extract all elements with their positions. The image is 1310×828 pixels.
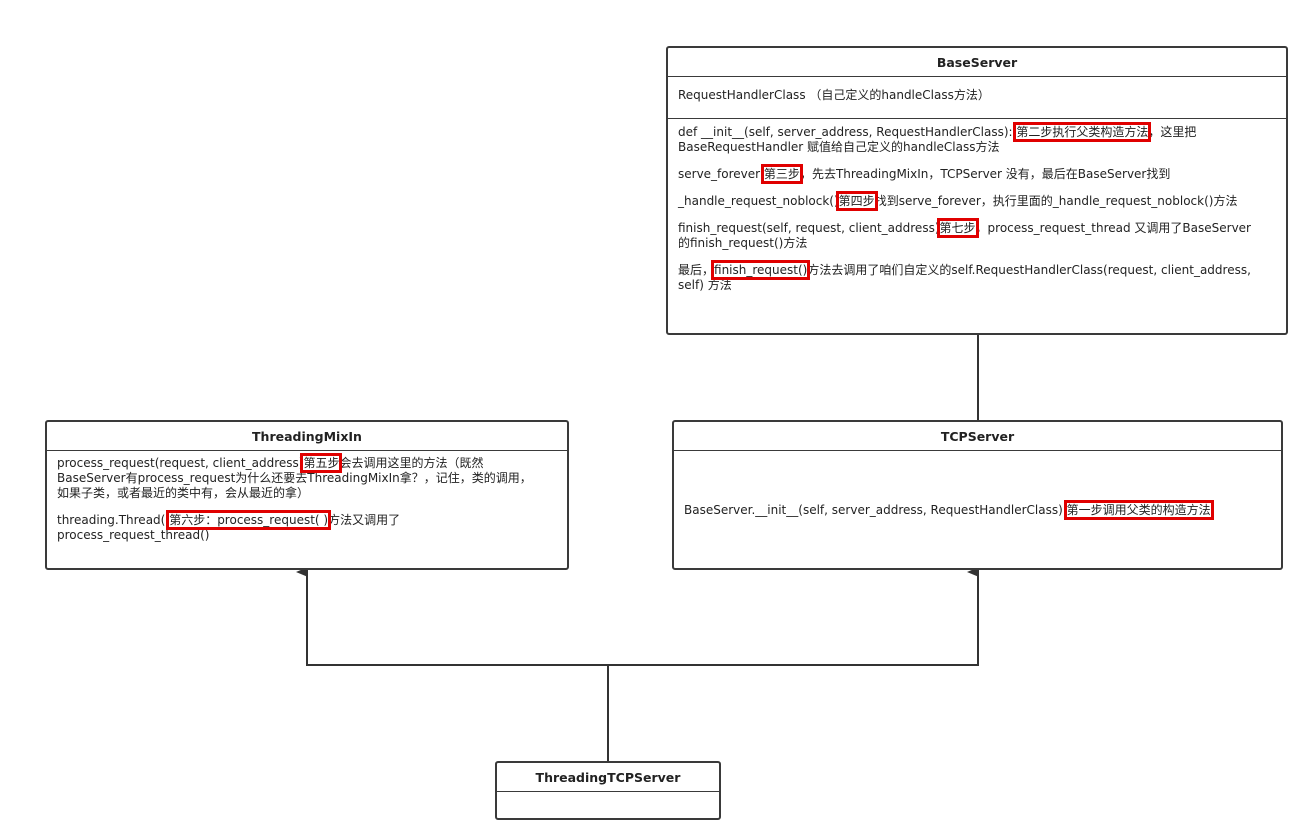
op-init: def __init__(self, server_address, Reque… — [678, 122, 1197, 154]
edge-to-tcpserver — [608, 567, 979, 666]
op-finish-request: finish_request(self, request, client_add… — [678, 218, 1251, 250]
attribute-section: RequestHandlerClass （自己定义的handleClass方法） — [668, 77, 1286, 119]
step-highlight-finish-request: finish_request() — [711, 260, 811, 280]
class-name: TCPServer — [674, 422, 1281, 451]
class-threadingmixin: ThreadingMixIn process_request(request, … — [45, 420, 569, 570]
step-highlight-7: 第七步 — [936, 218, 979, 238]
class-tcpserver: TCPServer BaseServer.__init__(self, serv… — [672, 420, 1283, 570]
step-highlight-5: 第五步 — [300, 453, 343, 473]
operation-section: process_request(request, client_address)… — [47, 451, 567, 543]
step-highlight-6: 第六步：process_request( ) — [166, 510, 332, 530]
operation-section: def __init__(self, server_address, Reque… — [668, 119, 1286, 293]
class-name: ThreadingMixIn — [47, 422, 567, 451]
step-highlight-1: 第一步调用父类的构造方法 — [1063, 500, 1214, 520]
op-threading-thread: threading.Thread( 第六步：process_request( )… — [57, 510, 401, 542]
op-handle-request-noblock: _handle_request_noblock()第四步找到serve_fore… — [678, 191, 1238, 211]
step-highlight-3: 第三步 — [760, 164, 803, 184]
operation-section: BaseServer.__init__(self, server_address… — [674, 451, 1281, 520]
op-tcp-init: BaseServer.__init__(self, server_address… — [684, 500, 1214, 520]
attribute-request-handler-class: RequestHandlerClass （自己定义的handleClass方法） — [678, 88, 990, 102]
class-threadingtcpserver: ThreadingTCPServer — [495, 761, 721, 820]
step-highlight-4: 第四步 — [835, 191, 878, 211]
edge-to-threadingmixin — [296, 567, 608, 666]
op-process-request: process_request(request, client_address)… — [57, 453, 532, 500]
class-name: ThreadingTCPServer — [497, 763, 719, 792]
class-baseserver: BaseServer RequestHandlerClass （自己定义的han… — [666, 46, 1288, 335]
op-final-call: 最后，finish_request()方法去调用了咱们自定义的self.Requ… — [678, 260, 1251, 292]
class-name: BaseServer — [668, 48, 1286, 77]
op-serve-forever: serve_forever 第三步，先去ThreadingMixIn，TCPSe… — [678, 164, 1171, 184]
step-highlight-2: 第二步执行父类构造方法 — [1013, 122, 1152, 142]
